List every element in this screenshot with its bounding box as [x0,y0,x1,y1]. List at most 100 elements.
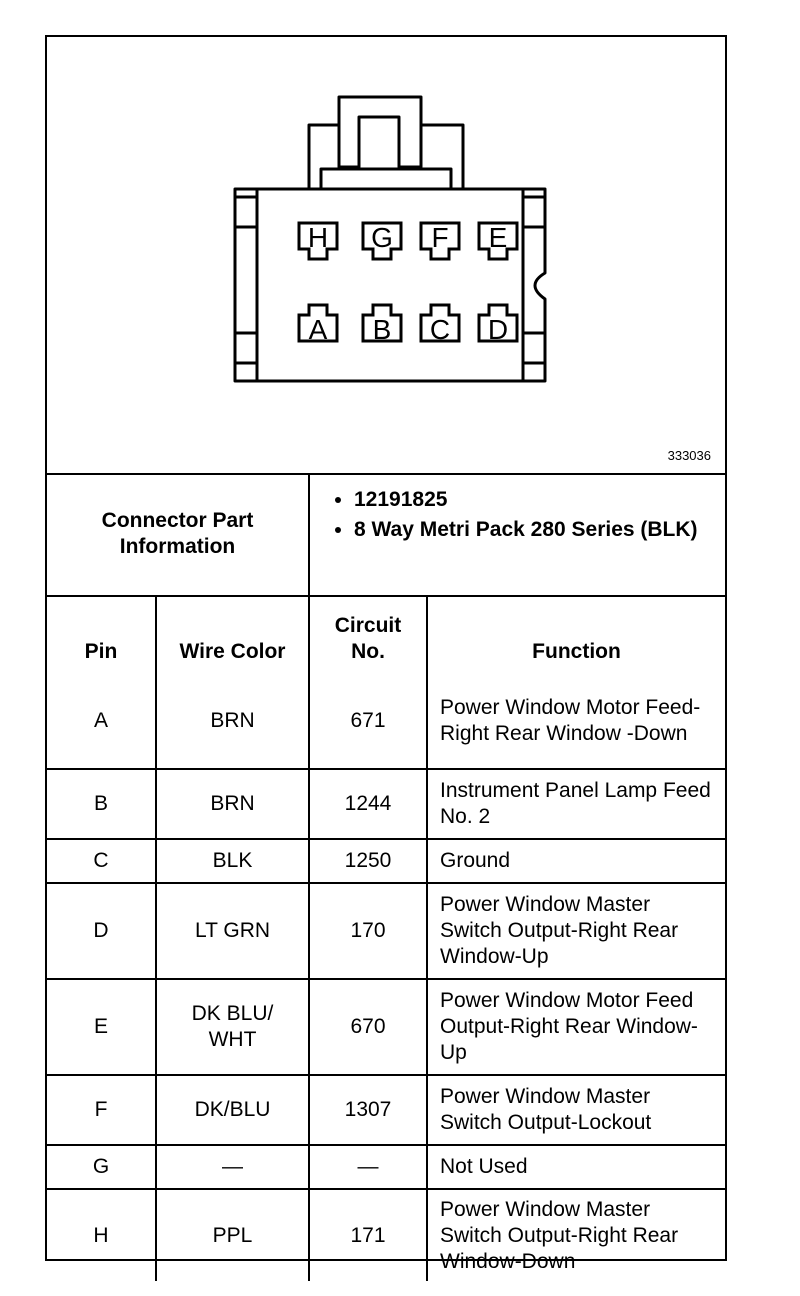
cell-wire-color: — [155,1144,310,1190]
cell-pin: G [47,1144,157,1190]
cell-circuit-no: 670 [308,978,428,1076]
pin-label-d: D [488,314,508,345]
cell-function-text: Power Window Master Switch Output-Lockou… [440,1085,652,1134]
cell-function: Power Window Master Switch Output-Lockou… [426,1074,725,1146]
cell-wire-color: DK BLU/ WHT [155,978,310,1076]
connector-tab-right-bottom [521,331,547,365]
cell-function-text: Instrument Panel Lamp Feed No. 2 [440,779,711,828]
cell-wire-color-text: DK BLU/ WHT [191,1002,274,1051]
cell-function: Power Window Motor Feed-Right Rear Windo… [426,673,725,770]
cell-wire-color: DK/BLU [155,1074,310,1146]
cell-function: Not Used [426,1144,725,1190]
pin-cavity-b [361,303,403,343]
cell-pin: F [47,1074,157,1146]
connector-part-number: 12191825 [354,487,725,513]
cell-pin-text: H [93,1223,109,1247]
pin-label-a: A [309,314,328,345]
connector-body [233,187,547,383]
connector-tab-left-top [233,195,259,229]
connector-tab-left-bottom [233,331,259,365]
table-row: F DK/BLU 1307 Power Window Master Switch Ou… [47,1074,725,1146]
cell-function-text: Power Window Master Switch Output-Right … [440,1197,679,1273]
header-circuit-no: Circuit No. [308,595,428,673]
table-row: H PPL 171 Power Window Master Switch Output… [47,1188,725,1281]
cell-pin: A [47,673,157,770]
cell-wire-color-text: LT GRN [194,919,271,942]
cell-wire-color: PPL [155,1188,310,1281]
table-row: A BRN 671 Power Window Motor Feed-Right Rea… [47,673,725,770]
connector-info-row: Connector Part Information 12191825 8 Wa… [47,473,725,597]
cell-wire-color-text: — [222,1155,243,1178]
cell-wire-color-text: BRN [210,708,255,732]
cell-circuit-no-text: 670 [350,1015,386,1038]
table-row: E DK BLU/ WHT 670 Power Window Motor Feed O… [47,978,725,1076]
cell-wire-color: LT GRN [155,882,310,980]
pin-cavity-h [297,221,339,261]
header-row: Pin Wire Color Circuit No. Function [47,595,725,673]
pin-label-c: C [430,314,450,345]
cell-circuit-no: 171 [308,1188,428,1281]
cell-wire-color: BRN [155,768,310,840]
cell-pin: B [47,768,157,840]
connector-latch-base [319,167,453,189]
header-circuit-no-text: Circuit No. [334,614,402,663]
cell-function: Power Window Motor Feed Output-Right Rea… [426,978,725,1076]
connector-latch-outer [307,95,465,191]
pin-cavity-c [419,303,461,343]
table-row: C BLK 1250 Ground [47,838,725,884]
cell-circuit-no-text: — [357,1155,379,1178]
cell-circuit-no-text: 1244 [344,792,392,815]
cell-circuit-no-text: 1250 [344,849,392,872]
cell-function: Power Window Master Switch Output-Right … [426,1188,725,1281]
cell-circuit-no-text: 671 [350,708,386,732]
cell-pin-text: G [92,1155,110,1178]
cell-pin-text: D [93,919,109,942]
cell-function: Ground [426,838,725,884]
pin-cavity-a [297,303,339,343]
cell-wire-color-text: DK/BLU [194,1098,271,1121]
pin-cavity-f [419,221,461,261]
cell-circuit-no: — [308,1144,428,1190]
connector-latch-inner [337,115,423,169]
connector-info-list: 12191825 8 Way Metri Pack 280 Series (BL… [308,473,725,597]
cell-function-text: Power Window Motor Feed Output-Right Rea… [440,989,698,1064]
pin-label-b: B [373,314,392,345]
cell-pin: H [47,1188,157,1281]
connector-info-label: Connector Part Information [47,473,310,597]
cell-wire-color: BLK [155,838,310,884]
cell-pin: C [47,838,157,884]
cell-function: Power Window Master Switch Output-Right … [426,882,725,980]
cell-function: Instrument Panel Lamp Feed No. 2 [426,768,725,840]
cell-function-text: Power Window Master Switch Output-Right … [440,893,679,968]
pin-cavity-d [477,303,519,343]
pin-cavity-g [361,221,403,261]
figure-id: 333036 [667,448,711,463]
cell-circuit-no: 170 [308,882,428,980]
cell-wire-color-text: PPL [212,1223,253,1247]
header-wire-color: Wire Color [155,595,310,673]
pinout-table: Connector Part Information 12191825 8 Wa… [47,473,725,1281]
connector-info-label-text: Connector Part Information [101,509,254,558]
table-row: G — — Not Used [47,1144,725,1190]
cell-circuit-no: 1244 [308,768,428,840]
cell-pin-text: A [93,708,108,732]
connector-series: 8 Way Metri Pack 280 Series (BLK) [354,517,725,543]
cell-pin-text: E [93,1015,108,1038]
cell-circuit-no: 1307 [308,1074,428,1146]
cell-wire-color-text: BLK [212,849,253,872]
pin-label-g: G [371,222,393,253]
cell-function-text: Not Used [440,1155,528,1178]
pin-cavity-e [477,221,519,261]
cell-circuit-no: 671 [308,673,428,770]
cell-circuit-no: 1250 [308,838,428,884]
cell-circuit-no-text: 1307 [344,1098,392,1121]
table-row: B BRN 1244 Instrument Panel Lamp Feed No. 2 [47,768,725,840]
cell-circuit-no-text: 171 [350,1223,386,1247]
pin-label-f: F [431,222,448,253]
cell-pin: E [47,978,157,1076]
connector-tab-right-top [521,195,547,229]
cell-pin-text: B [93,792,108,815]
